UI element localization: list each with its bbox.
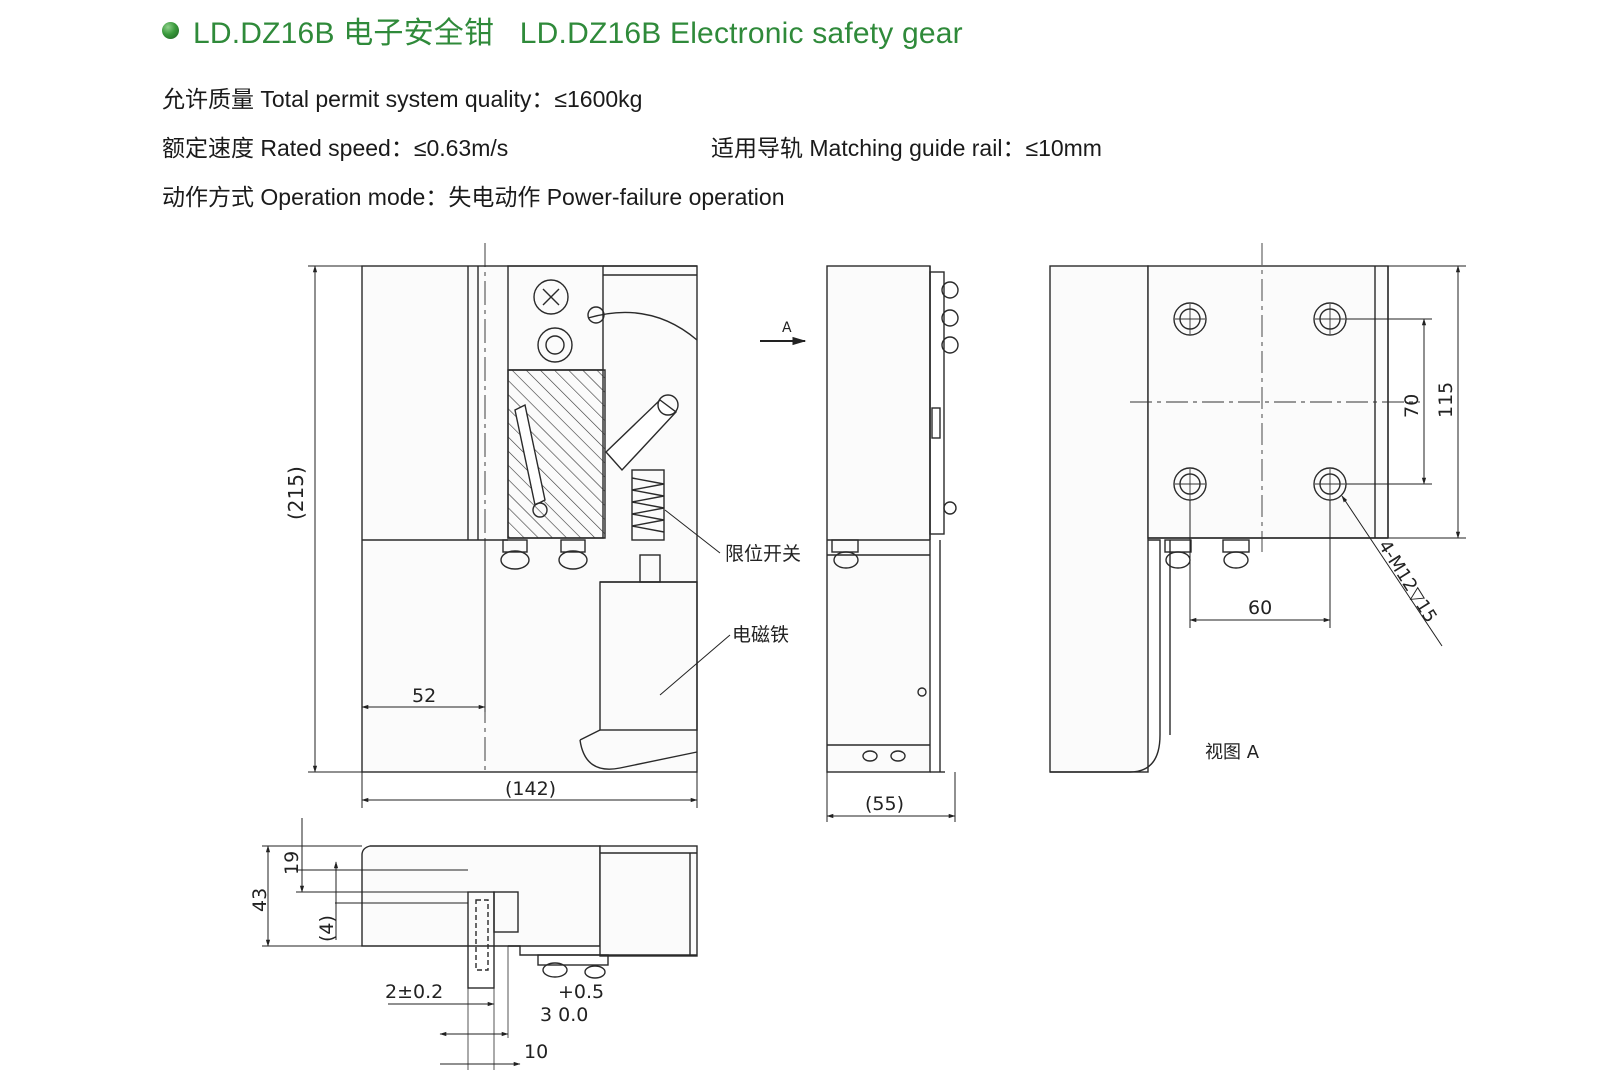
dim-inner-label: 52 — [412, 685, 436, 707]
title-row: LD.DZ16B 电子安全钳 LD.DZ16B Electronic safet… — [162, 10, 963, 50]
page-title: LD.DZ16B 电子安全钳 LD.DZ16B Electronic safet… — [193, 17, 963, 50]
view-a-centerlines — [1130, 243, 1420, 552]
view-a-dimensions — [1189, 265, 1466, 647]
dim-43-label: 43 — [249, 888, 271, 912]
dim-115-label: 115 — [1435, 382, 1457, 418]
side-width-label: (55) — [865, 793, 904, 815]
spec-mode: 动作方式 Operation mode：失电动作 Power-failure o… — [162, 184, 785, 210]
switch-label: 限位开关 — [725, 543, 801, 565]
dim-4-label: (4) — [316, 915, 338, 942]
spec-rail: 适用导轨 Matching guide rail：≤10mm — [711, 135, 1102, 161]
front-dimensions — [308, 265, 807, 808]
dim-10-label: 10 — [524, 1041, 548, 1063]
side-dimensions — [826, 772, 956, 822]
dim-height-label: (215) — [284, 466, 308, 520]
dim-70-label: 70 — [1401, 394, 1423, 418]
magnet-label: 电磁铁 — [732, 624, 789, 646]
spec-speed: 额定速度 Rated speed：≤0.63m/s — [162, 135, 509, 161]
dim-19-label: 19 — [281, 851, 303, 875]
green-bullet-icon — [162, 21, 179, 39]
tol-3-label: 3 0.0 — [540, 1004, 588, 1026]
view-a-caption: 视图 A — [1205, 742, 1260, 763]
dim-width-label: (142) — [505, 778, 556, 800]
arrow-a-label: A — [782, 320, 792, 336]
spec-quality: 允许质量 Total permit system quality：≤1600kg — [162, 86, 643, 112]
dim-60-label: 60 — [1248, 597, 1272, 619]
tol-2-label: 2±0.2 — [385, 981, 443, 1003]
side-view — [826, 265, 959, 773]
holes-label: 4-M12▽15 — [1374, 537, 1441, 627]
top-view — [361, 845, 698, 1070]
view-a — [1049, 265, 1389, 773]
front-view — [361, 243, 698, 773]
tol-plus-label: +0.5 — [558, 981, 604, 1003]
top-dimensions — [262, 818, 521, 1067]
